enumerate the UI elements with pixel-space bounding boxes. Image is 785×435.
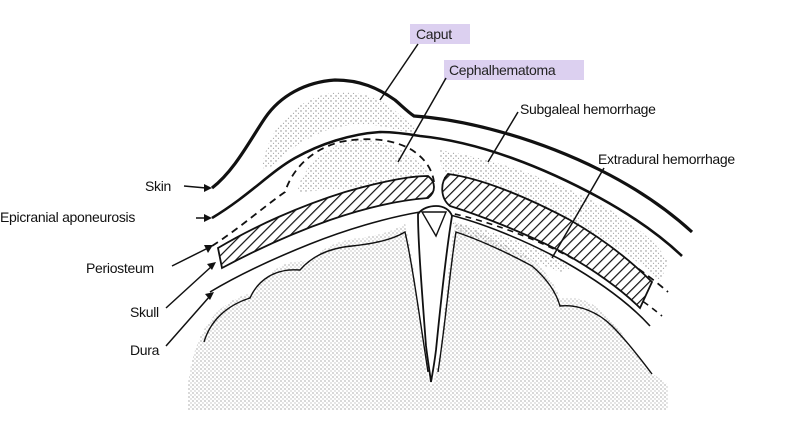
subgaleal-region — [439, 150, 668, 282]
arrow-skin — [183, 185, 207, 189]
leader-extradural — [551, 167, 605, 259]
periosteum-dashed-left — [211, 138, 435, 247]
label-subgaleal-hemorrhage: Subgaleal hemorrhage — [520, 101, 656, 117]
leader-subgaleal — [487, 111, 519, 163]
label-caput: Caput — [416, 26, 452, 42]
leader-cephalhematoma — [397, 77, 447, 163]
brain-outline-right — [437, 231, 653, 375]
label-epicranial-aponeurosis: Epicranial aponeurosis — [0, 209, 135, 225]
arrowhead-periosteum — [204, 245, 213, 253]
arrowhead-skull — [207, 262, 216, 270]
arrowhead-skin — [204, 184, 212, 192]
caput-highlight — [410, 24, 470, 44]
dura-line-right — [445, 213, 651, 327]
skin-line — [211, 78, 694, 234]
cephalhematoma-highlight — [444, 60, 584, 80]
label-extradural-hemorrhage: Extradural hemorrhage — [598, 151, 735, 167]
label-dura: Dura — [130, 342, 160, 358]
label-cephalhematoma: Cephalhematoma — [449, 62, 556, 78]
arrow-periosteum — [171, 247, 209, 267]
skull-bone-left — [216, 175, 435, 270]
arrowhead-dura — [205, 292, 214, 300]
aponeurosis-line — [211, 130, 683, 257]
label-skull: Skull — [130, 304, 159, 320]
dura-line-left — [209, 211, 421, 293]
falx-sinus — [417, 205, 453, 383]
caput-region — [262, 92, 420, 169]
arrow-skull — [165, 265, 213, 309]
label-skin: Skin — [145, 178, 171, 194]
brain-surface — [188, 222, 668, 410]
leader-caput — [379, 43, 419, 101]
falx-triangle — [420, 211, 448, 238]
label-periosteum: Periosteum — [86, 260, 154, 276]
arrow-dura — [165, 295, 211, 347]
brain-outline — [203, 230, 429, 373]
arrowhead-epicranial — [204, 214, 212, 222]
skull-bone-right — [441, 173, 654, 310]
